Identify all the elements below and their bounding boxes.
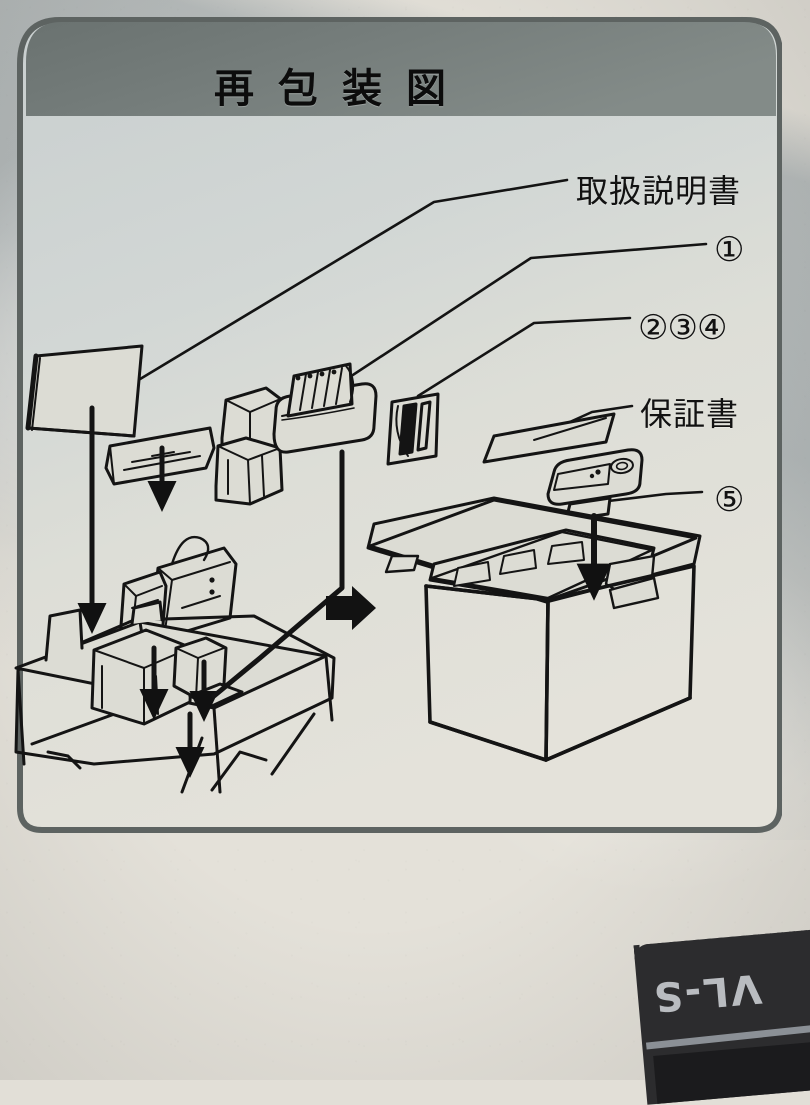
leader-lines bbox=[90, 178, 708, 504]
diagram-illustration bbox=[14, 17, 782, 833]
main-unit-block bbox=[214, 386, 284, 506]
title-band bbox=[26, 22, 776, 116]
leader-two34 bbox=[416, 316, 632, 398]
label-accessory-5: ⑤ bbox=[714, 480, 745, 520]
left-packing-scene bbox=[14, 344, 440, 794]
accessory-bag bbox=[386, 392, 440, 466]
flow-arrow bbox=[326, 586, 376, 630]
wireless-handset bbox=[546, 448, 644, 522]
routing-line-left bbox=[211, 449, 345, 699]
manual-booklet bbox=[25, 344, 144, 438]
label-warranty-card: 保証書 bbox=[640, 395, 740, 433]
leader-manual bbox=[90, 178, 569, 410]
label-accessory-2-3-4: ②③④ bbox=[638, 308, 727, 348]
product-carton: VL-S bbox=[633, 925, 810, 1105]
label-accessory-1: ① bbox=[714, 230, 745, 270]
insertion-arrows bbox=[77, 405, 219, 778]
right-packing-scene bbox=[366, 412, 702, 762]
warranty-card bbox=[482, 412, 616, 464]
page-title: 再包装図 bbox=[214, 66, 470, 112]
upper-carton bbox=[366, 496, 702, 762]
repackaging-diagram-panel: 再包装図 取扱説明書 ① ②③④ 保証書 ⑤ bbox=[14, 8, 782, 834]
label-instruction-manual: 取扱説明書 bbox=[576, 172, 742, 210]
leader-five bbox=[598, 490, 704, 504]
leader-one bbox=[328, 242, 708, 392]
product-model-text: VL-S bbox=[650, 964, 764, 1020]
battery-pack bbox=[286, 362, 355, 418]
